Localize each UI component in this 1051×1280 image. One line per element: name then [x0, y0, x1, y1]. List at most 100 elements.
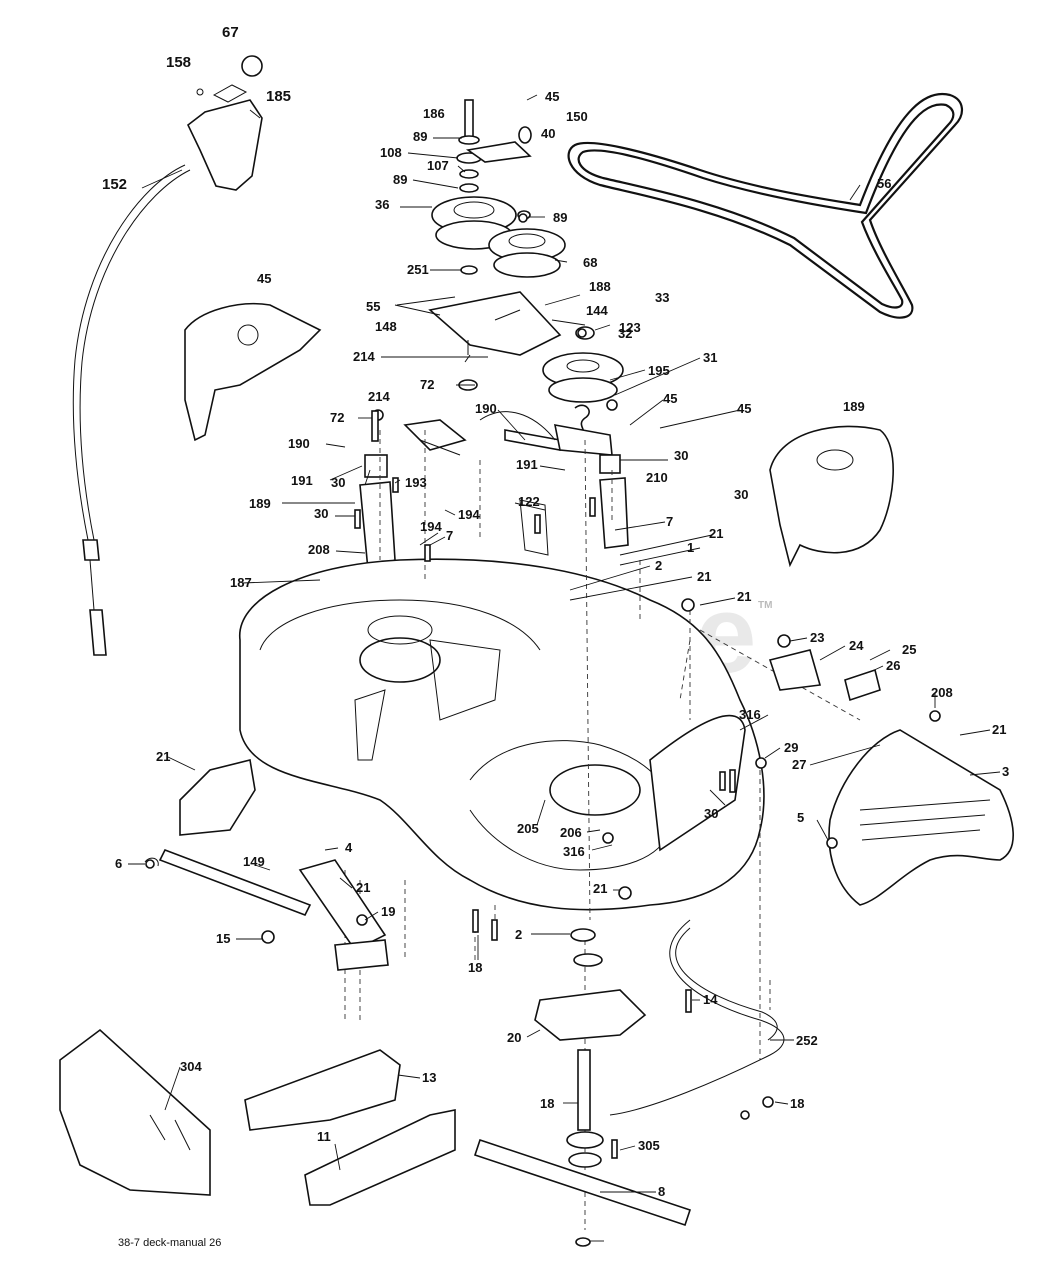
callout-label: 210 [646, 470, 668, 485]
callout-label: 107 [427, 158, 449, 173]
callout-label: 89 [553, 210, 567, 225]
callout-label: 15 [216, 931, 230, 946]
callout-label: 108 [380, 145, 402, 160]
callout-label: 18 [790, 1096, 804, 1111]
callout-label: 185 [266, 88, 291, 105]
callout-label: 45 [737, 401, 751, 416]
hardware-fasteners [145, 213, 941, 1159]
callout-label: 33 [655, 290, 669, 305]
callout-label: 144 [586, 303, 608, 318]
callout-label: 7 [666, 514, 673, 529]
callout-label: 195 [648, 363, 670, 378]
callout-label: 72 [420, 377, 434, 392]
idler-pulley-stack [428, 99, 566, 356]
callout-label: 150 [566, 109, 588, 124]
callout-label: 149 [243, 854, 265, 869]
callout-label: 188 [589, 279, 611, 294]
callout-label: 36 [375, 197, 389, 212]
callout-label: 4 [345, 840, 353, 855]
callout-label: 194 [458, 507, 480, 522]
diagram-caption: 38-7 deck-manual 26 [118, 1237, 221, 1249]
callout-label: 68 [583, 255, 597, 270]
callout-label: 30 [331, 475, 345, 490]
callout-label: 214 [353, 349, 375, 364]
callout-label: 20 [507, 1030, 521, 1045]
callout-label: 29 [784, 740, 798, 755]
baffle-304-part [244, 1049, 401, 1131]
callout-label: 193 [405, 475, 427, 490]
callout-label: 32 [618, 326, 632, 341]
callout-label: 6 [115, 856, 122, 871]
blade-11-part [473, 1138, 692, 1227]
callout-label: 14 [703, 992, 718, 1007]
callout-label: 123 [619, 320, 641, 335]
callout-labels: 67 158 185 152 186 45 150 40 89 108 107 … [102, 24, 1009, 1199]
callout-label: 206 [560, 825, 582, 840]
callout-label: 31 [703, 350, 717, 365]
belt-shield-252-part [59, 1028, 211, 1196]
callout-label: 251 [407, 262, 429, 277]
callout-label: 305 [638, 1138, 660, 1153]
spindle-pulley-left-part [359, 637, 441, 683]
callout-label: 89 [393, 172, 407, 187]
callout-label: 2 [655, 558, 662, 573]
spindle-shaft-13-part [577, 1049, 591, 1131]
callout-label: 55 [366, 299, 380, 314]
pulley-cover-210-part [769, 425, 894, 568]
callout-label: 23 [810, 630, 824, 645]
callout-label: 40 [541, 126, 555, 141]
callout-label: 27 [792, 757, 806, 772]
belt-cover-251-part [184, 302, 322, 442]
callout-label: 1 [687, 540, 694, 555]
leader-lines [128, 94, 1001, 1242]
lift-linkage [144, 759, 389, 971]
spindle-housing-14-part [534, 989, 647, 1041]
callout-label: 190 [288, 436, 310, 451]
callout-label: 208 [931, 685, 953, 700]
baffle-305-part [304, 1109, 456, 1206]
callout-label: 89 [413, 129, 427, 144]
callout-label: 21 [709, 526, 723, 541]
callout-label: 18 [468, 960, 482, 975]
idler-arm-part [428, 291, 562, 356]
spindle-assembly [473, 928, 692, 1247]
callout-label: 13 [422, 1070, 436, 1085]
callout-label: 21 [697, 569, 711, 584]
callout-label: 24 [849, 638, 864, 653]
knob-part [241, 55, 263, 77]
callout-label: 21 [737, 589, 751, 604]
callout-label: 45 [663, 391, 677, 406]
callout-label: 21 [593, 881, 607, 896]
callout-label: 45 [545, 89, 559, 104]
callout-label: 21 [992, 722, 1006, 737]
callout-label: 30 [314, 506, 328, 521]
drive-belt-part [567, 92, 963, 319]
callout-label: 25 [902, 642, 916, 657]
callout-label: 122 [518, 494, 540, 509]
callout-label: 148 [375, 319, 397, 334]
callout-label: 26 [886, 658, 900, 673]
callout-label: 5 [797, 810, 804, 825]
callout-label: 30 [704, 806, 718, 821]
callout-label: 190 [475, 401, 497, 416]
callout-label: 56 [877, 176, 891, 191]
callout-label: 205 [517, 821, 539, 836]
pulley-32-stack [542, 326, 624, 437]
cable-assembly [72, 55, 263, 656]
callout-label: 21 [156, 749, 170, 764]
callout-label: 30 [734, 487, 748, 502]
rod-20-part [609, 919, 785, 1116]
callout-label: 7 [446, 528, 453, 543]
callout-label: 316 [739, 707, 761, 722]
callout-label: 187 [230, 575, 252, 590]
callout-label: 8 [658, 1184, 665, 1199]
callout-label: 191 [516, 457, 538, 472]
callout-label: 152 [102, 176, 127, 193]
callout-label: 3 [1002, 764, 1009, 779]
callout-label: 158 [166, 54, 191, 71]
callout-label: 11 [317, 1129, 331, 1144]
watermark-trademark: TM [758, 600, 772, 611]
callout-label: 194 [420, 519, 442, 534]
callout-label: 30 [674, 448, 688, 463]
callout-label: 67 [222, 24, 239, 41]
